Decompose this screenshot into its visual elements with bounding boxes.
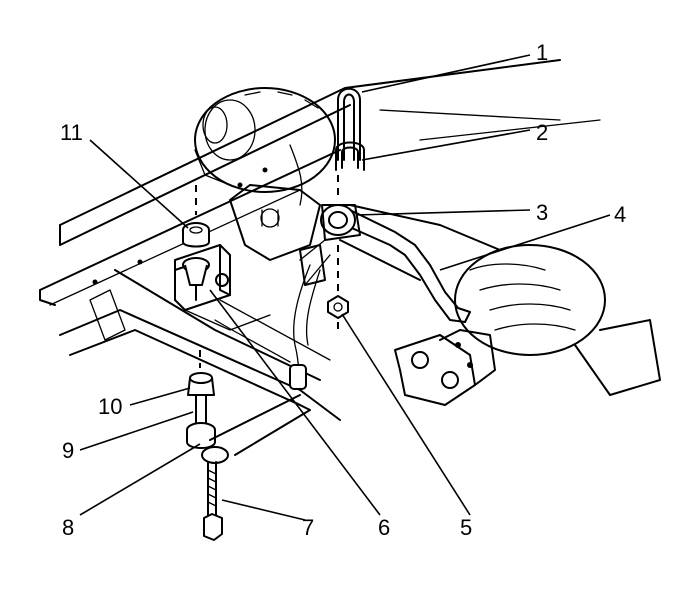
differential-housing [194,87,336,261]
callout-4: 4 [614,202,626,227]
u-bolt [335,87,365,171]
callouts: 1 2 3 4 5 6 7 8 9 10 11 [60,40,626,540]
leaf-spring [59,269,341,421]
spacer-9 [195,394,207,426]
insulator-upper-seat [182,257,210,301]
leader-lines [79,54,611,521]
callout-3: 3 [536,200,548,225]
callout-7: 7 [302,515,314,540]
callout-1: 1 [536,40,548,65]
brake-hose [289,264,321,390]
bracket [174,244,271,331]
insulator-10 [187,372,215,396]
callout-10: 10 [98,394,122,419]
nut-5 [327,295,349,319]
bolt-7 [203,461,223,541]
insulator-8 [186,422,216,449]
callout-6: 6 [378,515,390,540]
stabilizer-bar [344,209,471,323]
callout-9: 9 [62,438,74,463]
callout-2: 2 [536,120,548,145]
insulator-11 [182,222,210,248]
axle-housing [339,204,661,406]
stabilizer-bushing [299,204,361,286]
frame-rail [39,59,601,306]
callout-8: 8 [62,515,74,540]
link-arm [201,394,311,464]
callout-11: 11 [60,120,83,145]
callout-5: 5 [460,515,472,540]
